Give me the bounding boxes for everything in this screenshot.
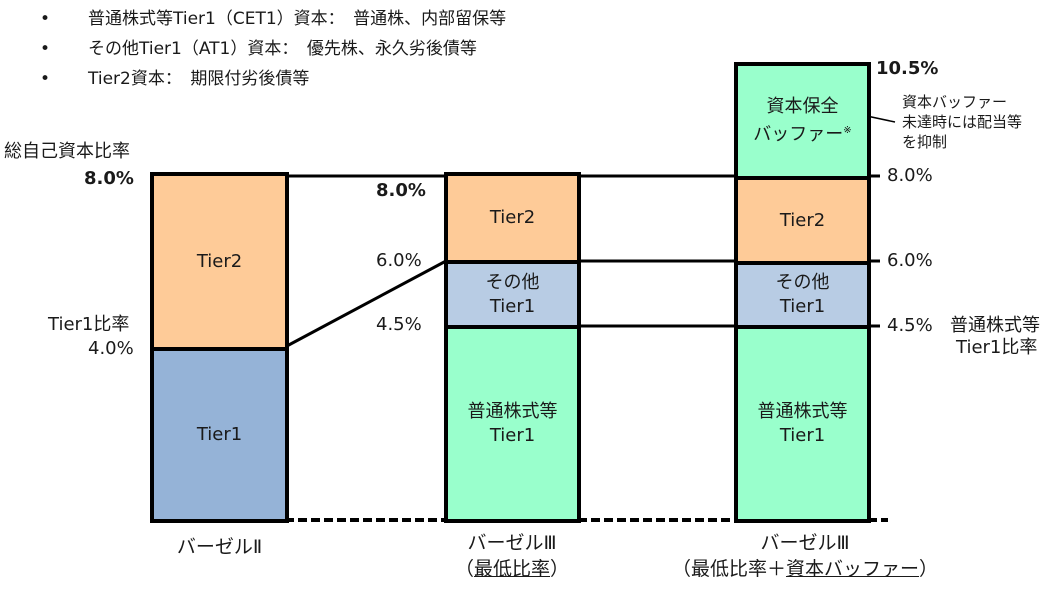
category-line2: （最低比率＋資本バッファー） (671, 558, 939, 580)
bar3-8pct-value: 8.0% (887, 165, 933, 186)
segment-label: 資本保全 (766, 96, 839, 117)
segment-label: Tier1 (779, 425, 826, 446)
bar3-segment-at1: その他 Tier1 (738, 265, 867, 325)
segment-label: その他 (775, 272, 830, 293)
bar-basel3-with-buffer: 資本保全 バッファー※ Tier2 その他 Tier1 普通株式等 Tier1 (734, 62, 871, 523)
bar2-segment-at1: その他 Tier1 (448, 264, 577, 325)
bar3-separator-8pct (734, 176, 871, 180)
definition-text: Tier2資本： 期限付劣後債等 (88, 69, 310, 89)
segment-label: Tier1 (779, 296, 826, 317)
segment-label: Tier1 (489, 425, 536, 446)
bullet-icon: • (40, 39, 51, 59)
bar1-separator (150, 347, 289, 351)
segment-label: Tier1 (196, 424, 243, 445)
footnote-mark: ※ (843, 125, 852, 136)
tier1-ratio-label: Tier1比率 (48, 314, 130, 335)
bar2-45pct-value: 4.5% (376, 314, 422, 335)
category-basel2: バーゼルⅡ (176, 536, 263, 558)
bar1-segment-tier2: Tier2 (154, 176, 285, 347)
bar3-separator-45pct (734, 325, 871, 329)
bar1-tier1-value: 4.0% (88, 338, 134, 359)
segment-label: バッファー※ (753, 124, 852, 145)
bar2-top-value: 8.0% (376, 180, 426, 201)
cet1-ratio-label: 普通株式等 Tier1比率 (950, 315, 1040, 358)
bar2-6pct-value: 6.0% (376, 250, 422, 271)
bar-basel3-minimum: Tier2 その他 Tier1 普通株式等 Tier1 (444, 172, 581, 523)
bar2-segment-tier2: Tier2 (448, 176, 577, 260)
category-line2: （最低比率） (454, 558, 570, 580)
bar1-segment-tier1: Tier1 (154, 351, 285, 519)
bar3-separator-6pct (734, 261, 871, 265)
bar3-6pct-value: 6.0% (887, 250, 933, 271)
total-capital-ratio-label: 総自己資本比率 (4, 141, 130, 162)
segment-label: その他 (485, 271, 540, 293)
segment-label: Tier2 (489, 207, 536, 228)
connector-tier1-diagonal (284, 259, 447, 349)
category-line1: バーゼルⅢ (760, 532, 850, 554)
bullet-icon: • (40, 69, 51, 89)
category-line1: バーゼルⅢ (467, 532, 557, 554)
bar3-segment-conservation-buffer: 資本保全 バッファー※ (738, 66, 867, 176)
category-basel3-with-buffer: バーゼルⅢ （最低比率＋資本バッファー） (660, 530, 950, 582)
segment-label: 普通株式等 (467, 401, 558, 422)
bar3-segment-tier2: Tier2 (738, 180, 867, 261)
bar2-separator-45pct (444, 325, 581, 329)
buffer-annotation: 資本バッファー 未達時には配当等 を抑制 (902, 93, 1023, 151)
category-basel3-minimum: バーゼルⅢ （最低比率） (432, 530, 592, 582)
bar3-45pct-value: 4.5% (887, 315, 933, 336)
bar2-separator-6pct (444, 260, 581, 264)
bar-basel2: Tier2 Tier1 (150, 172, 289, 523)
bar3-segment-cet1: 普通株式等 Tier1 (738, 329, 867, 519)
segment-label: 普通株式等 (757, 401, 848, 422)
segment-label: Tier2 (779, 209, 826, 231)
segment-label: Tier2 (196, 250, 243, 272)
definition-text: その他Tier1（AT1）資本： 優先株、永久劣後債等 (88, 39, 477, 59)
bar3-top-value: 10.5% (876, 58, 939, 79)
bar1-top-value: 8.0% (84, 168, 134, 189)
bar2-segment-cet1: 普通株式等 Tier1 (448, 329, 577, 519)
definition-text: 普通株式等Tier1（CET1）資本： 普通株、内部留保等 (88, 9, 507, 29)
bullet-icon: • (40, 9, 51, 29)
segment-label: Tier1 (489, 295, 536, 317)
